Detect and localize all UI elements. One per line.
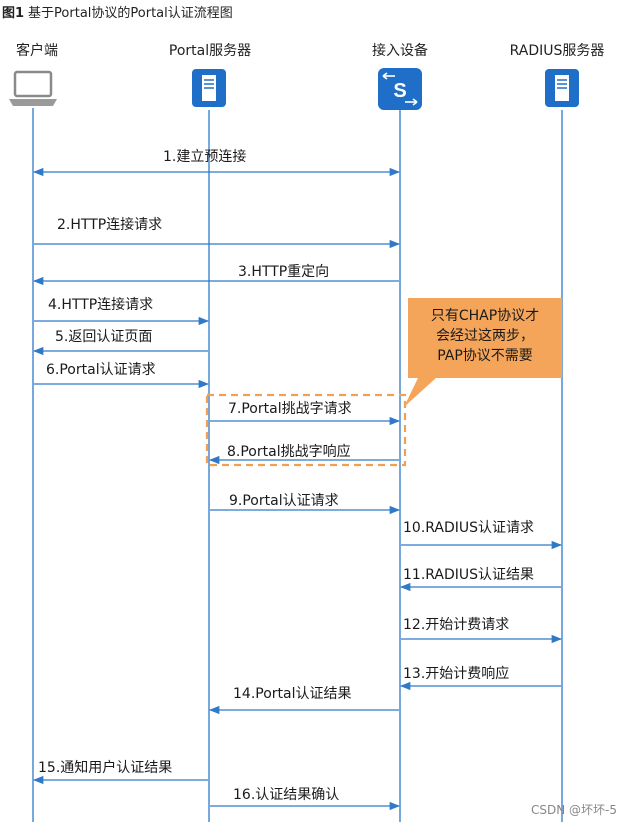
message-label-5: 5.返回认证页面: [55, 329, 153, 345]
note-pointer: [404, 378, 436, 407]
message-label-8: 8.Portal挑战字响应: [227, 444, 351, 460]
actor-access-device: 接入设备: [372, 43, 428, 59]
switch-icon: S: [378, 68, 422, 110]
message-label-7: 7.Portal挑战字请求: [228, 401, 352, 417]
chap-steps-dashed-box: [205, 393, 407, 467]
message-label-10: 10.RADIUS认证请求: [403, 520, 535, 536]
radius-server-icon: [545, 69, 579, 107]
message-label-14: 14.Portal认证结果: [233, 686, 352, 702]
laptop-icon: [9, 70, 57, 106]
chap-note: 只有CHAP协议才 会经过这两步， PAP协议不需要: [408, 298, 562, 378]
actor-client: 客户端: [16, 43, 58, 59]
note-line-1: 只有CHAP协议才: [430, 308, 540, 324]
message-label-13: 13.开始计费响应: [403, 666, 510, 682]
figure-label: 图1: [2, 6, 25, 21]
message-label-11: 11.RADIUS认证结果: [403, 567, 535, 583]
message-label-6: 6.Portal认证请求: [46, 362, 156, 378]
message-label-2: 2.HTTP连接请求: [57, 217, 163, 233]
svg-text:S: S: [393, 80, 406, 102]
actor-radius-server: RADIUS服务器: [509, 43, 605, 59]
figure-title-text: 基于Portal协议的Portal认证流程图: [28, 6, 233, 21]
message-label-12: 12.开始计费请求: [403, 617, 510, 633]
message-label-16: 16.认证结果确认: [233, 787, 340, 803]
message-label-15: 15.通知用户认证结果: [38, 760, 173, 776]
portal-server-icon: [192, 69, 226, 107]
message-label-9: 9.Portal认证请求: [229, 493, 339, 509]
note-line-3: PAP协议不需要: [437, 348, 533, 364]
note-line-2: 会经过这两步，: [436, 328, 534, 344]
message-label-3: 3.HTTP重定向: [238, 264, 330, 280]
message-label-1: 1.建立预连接: [163, 149, 247, 165]
actor-portal-server: Portal服务器: [168, 43, 252, 59]
message-label-4: 4.HTTP连接请求: [48, 297, 154, 313]
watermark: CSDN @坏坏-5: [531, 803, 617, 817]
